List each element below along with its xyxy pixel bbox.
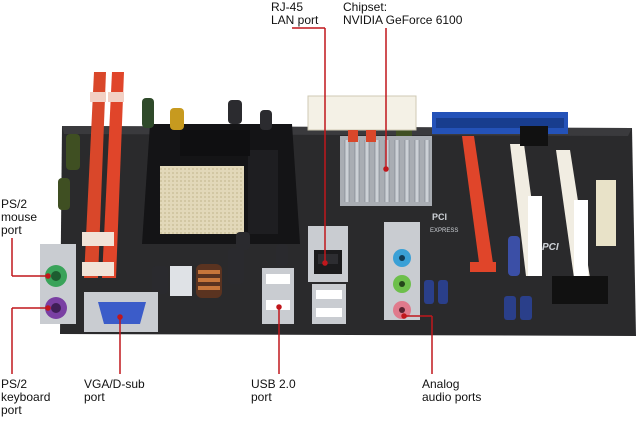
ps2-mouse-port-label: PS/2 mouse port [1,197,38,237]
capacitors [58,98,532,320]
ps2-keyboard-port-label: PS/2 keyboard port [1,377,51,417]
pci-express-slot [462,136,496,272]
audio-ports [384,222,420,320]
vga-dsub-port-label: VGA/D-sub port [84,377,145,404]
ps2-ports [40,244,76,324]
rj45-lan-port-label: RJ-45 LAN port [271,0,319,27]
pci-slots [510,144,616,278]
analog-audio-ports-label: Analog audio ports [422,377,482,404]
callout-lines [11,27,433,374]
ram-slots [82,72,124,278]
io-chip [552,276,608,304]
atx-power-connector [307,95,417,131]
svg-text:EXPRESS: EXPRESS [430,228,458,234]
header-connector [170,266,192,296]
small-chip [520,126,548,146]
chipset-label: Chipset: NVIDIA GeForce 6100 [343,0,463,27]
usb-port-label: USB 2.0 port [251,377,296,404]
vga-port [84,292,158,332]
lan-port [308,226,348,282]
inductor-coil [196,264,222,298]
pci-express-marking: PCI [432,212,447,222]
pci-marking: PCI [542,242,559,253]
cpu-socket [142,124,300,244]
